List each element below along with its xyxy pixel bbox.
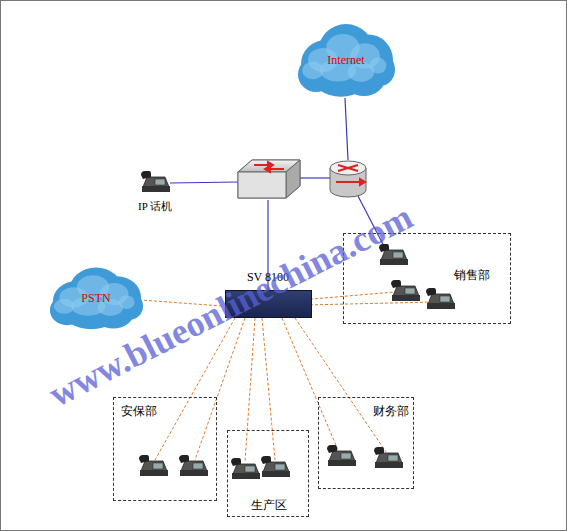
department-title: 财务部: [373, 403, 409, 420]
department-title: 生产区: [251, 497, 287, 514]
department-title: 安保部: [121, 403, 157, 420]
phone-label: IP 话机: [138, 199, 172, 214]
network-cloud: PSTN: [48, 264, 144, 332]
cloud-label: PSTN: [81, 291, 110, 306]
department-title: 销售部: [454, 267, 490, 284]
network-cloud: Internet: [296, 20, 396, 100]
department-area: 财务部: [318, 397, 414, 489]
department-area: 安保部: [113, 397, 217, 501]
department-area: 生产区: [227, 430, 309, 517]
cloud-label: Internet: [327, 53, 364, 68]
